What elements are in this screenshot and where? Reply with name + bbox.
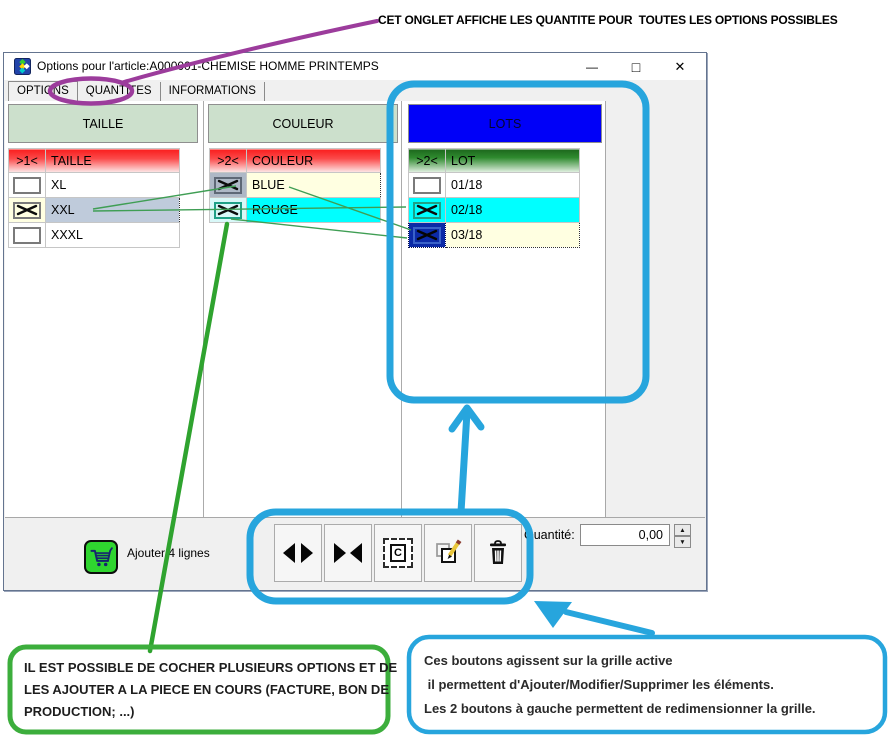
note-arrow-shaft — [563, 609, 655, 636]
row-label-0118[interactable]: 01/18 — [445, 172, 580, 198]
green-note-line: LES AJOUTER A LA PIECE EN COURS (FACTURE… — [24, 682, 389, 697]
window-controls: — □ ✕ — [570, 53, 702, 80]
row-label-0218[interactable]: 02/18 — [445, 197, 580, 223]
table-row: 02/18 — [408, 197, 580, 223]
add-lines-button[interactable] — [84, 540, 118, 574]
window-title: Options pour l'article:A000001-CHEMISE H… — [37, 59, 379, 73]
taille-grid: >1< TAILLE XL XXL XXXL — [8, 148, 180, 248]
couleur-resize-header[interactable]: >2< — [209, 148, 247, 173]
table-row: 03/18 — [408, 222, 580, 248]
panel-separator — [203, 101, 204, 517]
table-row: XL — [8, 172, 180, 198]
lots-banner: LOTS — [408, 104, 602, 143]
taille-banner: TAILLE — [8, 104, 198, 143]
minimize-button[interactable]: — — [586, 59, 598, 74]
checkbox-xxxl[interactable] — [8, 222, 46, 248]
blue-note-line: Ces boutons agissent sur la grille activ… — [424, 653, 673, 668]
couleur-grid: >2< COULEUR BLUE ROUGE — [209, 148, 381, 223]
checkbox-lot-0218[interactable] — [408, 197, 446, 223]
checkbox-rouge[interactable] — [209, 197, 247, 223]
app-icon — [14, 58, 31, 75]
quantity-label: Quantité: — [524, 528, 575, 542]
center-column-button[interactable]: C — [374, 524, 422, 582]
stepper-up-icon[interactable]: ▲ — [674, 524, 691, 536]
close-button[interactable]: ✕ — [674, 58, 686, 74]
row-label-0318[interactable]: 03/18 — [445, 222, 580, 248]
note-arrow-head — [534, 601, 572, 628]
checkbox-lot-0118[interactable] — [408, 172, 446, 198]
stepper-down-icon[interactable]: ▼ — [674, 536, 691, 548]
checkbox-xxl[interactable] — [8, 197, 46, 223]
add-lines-label: Ajouter 4 lignes — [127, 546, 210, 560]
row-label-blue[interactable]: BLUE — [246, 172, 381, 198]
panel-separator — [401, 101, 402, 517]
taille-column-header[interactable]: TAILLE — [45, 148, 180, 173]
resize-expand-button[interactable] — [274, 524, 322, 582]
row-label-rouge[interactable]: ROUGE — [246, 197, 381, 223]
cart-icon — [90, 547, 113, 567]
green-note-line: PRODUCTION; ...) — [24, 704, 135, 719]
grids-area: TAILLE >1< TAILLE XL XXL — [5, 101, 705, 517]
title-bar: Options pour l'article:A000001-CHEMISE H… — [4, 53, 706, 81]
table-row: ROUGE — [209, 197, 381, 223]
trash-icon — [490, 540, 506, 564]
row-label-xl[interactable]: XL — [45, 172, 180, 198]
lot-column-header[interactable]: LOT — [445, 148, 580, 173]
expand-horizontal-icon — [283, 543, 313, 563]
center-column-icon: C — [383, 538, 413, 568]
taille-resize-header[interactable]: >1< — [8, 148, 46, 173]
checkbox-xl[interactable] — [8, 172, 46, 198]
table-row: BLUE — [209, 172, 381, 198]
tab-quantites[interactable]: QUANTITES — [78, 82, 161, 101]
lot-resize-header[interactable]: >2< — [408, 148, 446, 173]
collapse-horizontal-icon — [334, 543, 362, 563]
tab-bar: OPTIONS QUANTITES INFORMATIONS — [4, 80, 706, 101]
modify-icon — [436, 539, 462, 563]
options-dialog: Options pour l'article:A000001-CHEMISE H… — [3, 52, 707, 591]
quantity-stepper: ▲ ▼ — [674, 524, 691, 548]
blue-note-line: il permettent d'Ajouter/Modifier/Supprim… — [424, 677, 774, 692]
modify-element-button[interactable] — [424, 524, 472, 582]
green-note: IL EST POSSIBLE DE COCHER PLUSIEURS OPTI… — [24, 652, 398, 728]
tab-options[interactable]: OPTIONS — [8, 81, 78, 101]
delete-element-button[interactable] — [474, 524, 522, 582]
quantity-input[interactable] — [580, 524, 670, 546]
tab-informations[interactable]: INFORMATIONS — [161, 82, 265, 101]
maximize-button[interactable]: □ — [631, 58, 641, 75]
row-label-xxxl[interactable]: XXXL — [45, 222, 180, 248]
table-row: XXL — [8, 197, 180, 223]
blue-note-line: Les 2 boutons à gauche permettent de red… — [424, 701, 816, 716]
resize-shrink-button[interactable] — [324, 524, 372, 582]
blue-note: Ces boutons agissent sur la grille activ… — [424, 640, 876, 730]
green-note-line: IL EST POSSIBLE DE COCHER PLUSIEURS OPTI… — [24, 660, 398, 675]
table-row: XXXL — [8, 222, 180, 248]
table-row: 01/18 — [408, 172, 580, 198]
checkbox-lot-0318[interactable] — [408, 222, 446, 248]
toolbar: Ajouter 4 lignes C — [5, 517, 705, 587]
checkbox-blue[interactable] — [209, 172, 247, 198]
couleur-banner: COULEUR — [208, 104, 398, 143]
row-label-xxl[interactable]: XXL — [45, 197, 180, 223]
lots-grid: >2< LOT 01/18 02/18 03/18 — [408, 148, 580, 248]
couleur-column-header[interactable]: COULEUR — [246, 148, 381, 173]
top-annotation-text: CET ONGLET AFFICHE LES QUANTITE POUR TOU… — [378, 13, 838, 27]
